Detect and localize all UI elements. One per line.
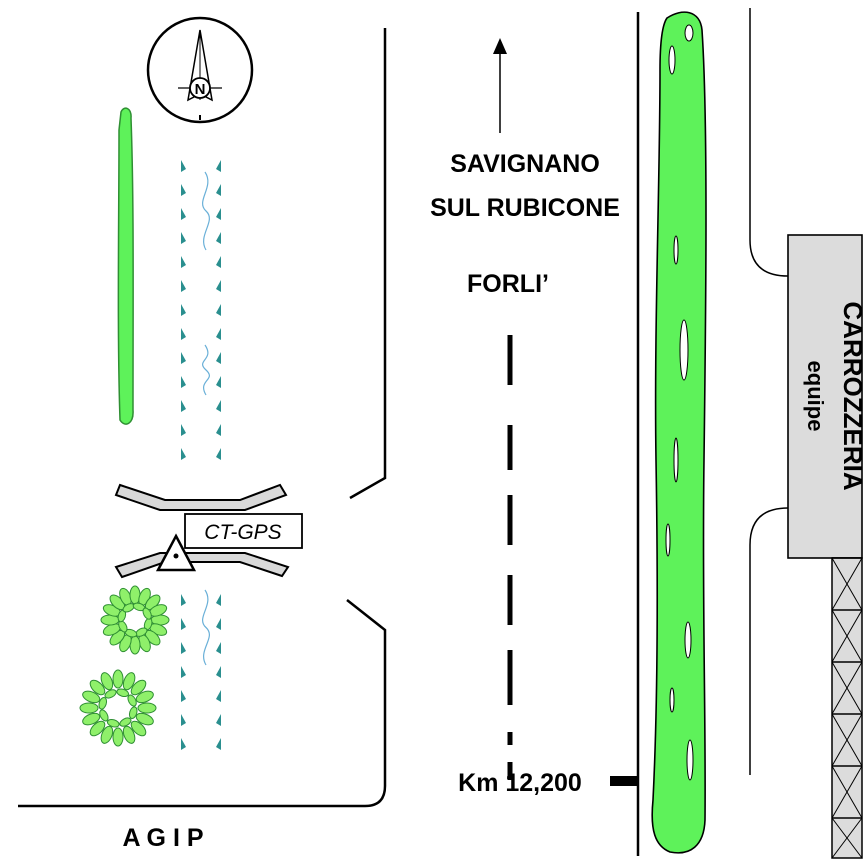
destination-forli: FORLI’	[467, 270, 549, 298]
arrow-up-icon	[493, 38, 507, 133]
median-mark	[181, 400, 186, 412]
median-mark	[216, 666, 221, 678]
median-mark	[181, 376, 186, 388]
destination-line2: SUL RUBICONE	[430, 194, 620, 222]
business-subtitle: equipe	[803, 361, 828, 432]
median-mark	[216, 400, 221, 412]
business-building	[787, 234, 863, 559]
median-mark	[181, 232, 186, 244]
business-name: CARROZZERIA	[838, 301, 866, 490]
destination-line1: SAVIGNANO	[450, 150, 600, 178]
survey-triangle-icon	[155, 533, 197, 572]
bridge-lower	[114, 552, 290, 579]
median-mark	[216, 352, 221, 364]
station-label: CT-GPS	[204, 521, 281, 544]
curb-lower	[749, 507, 789, 775]
road-edge-upper	[349, 28, 387, 500]
median-mark	[181, 280, 186, 292]
median-mark	[181, 618, 186, 630]
median-mark	[181, 424, 186, 436]
curb-upper	[749, 8, 789, 277]
station-label-box	[184, 513, 303, 549]
compass-north-letter: N	[195, 81, 206, 98]
median-mark	[181, 304, 186, 316]
median-mark	[181, 594, 186, 606]
median-mark	[216, 642, 221, 654]
median-mark	[216, 424, 221, 436]
vegetation-strip-right	[651, 11, 707, 854]
median-mark	[216, 328, 221, 340]
median-mark	[216, 376, 221, 388]
median-mark	[181, 690, 186, 702]
median-mark	[181, 738, 186, 750]
median-mark	[216, 618, 221, 630]
median-mark	[216, 690, 221, 702]
median-mark	[181, 160, 186, 172]
median-mark	[216, 280, 221, 292]
median-mark	[181, 666, 186, 678]
median-mark	[216, 232, 221, 244]
tree-icon	[79, 669, 157, 747]
median-mark	[216, 184, 221, 196]
median-mark	[181, 184, 186, 196]
median-mark	[216, 448, 221, 460]
north-arrow-compass-icon: N	[146, 16, 254, 124]
median-mark	[181, 352, 186, 364]
median-mark	[216, 738, 221, 750]
vegetation-gaps	[665, 24, 694, 781]
agip-label: A G I P	[122, 824, 203, 852]
tree-symbols	[79, 585, 170, 747]
road-edge-lower	[18, 599, 387, 808]
median-mark	[216, 208, 221, 220]
tree-icon	[100, 585, 170, 655]
median-mark	[181, 714, 186, 726]
median-mark	[181, 256, 186, 268]
median-mark	[181, 328, 186, 340]
median-mark	[216, 160, 221, 172]
median-mark	[216, 304, 221, 316]
median-mark	[181, 642, 186, 654]
median-water	[202, 344, 210, 396]
km-marker-bar	[610, 776, 638, 786]
km-marker-label: Km 12,200	[458, 769, 582, 797]
vegetation-strip-left	[117, 107, 134, 425]
median-mark	[216, 714, 221, 726]
median-mark	[181, 208, 186, 220]
bridge-upper	[114, 483, 288, 511]
median-mark	[216, 594, 221, 606]
median-water	[202, 171, 210, 251]
median-mark	[216, 256, 221, 268]
lattice-structure	[831, 557, 863, 859]
median-mark	[181, 448, 186, 460]
median-water	[202, 589, 210, 666]
road-median-markings	[181, 160, 221, 750]
